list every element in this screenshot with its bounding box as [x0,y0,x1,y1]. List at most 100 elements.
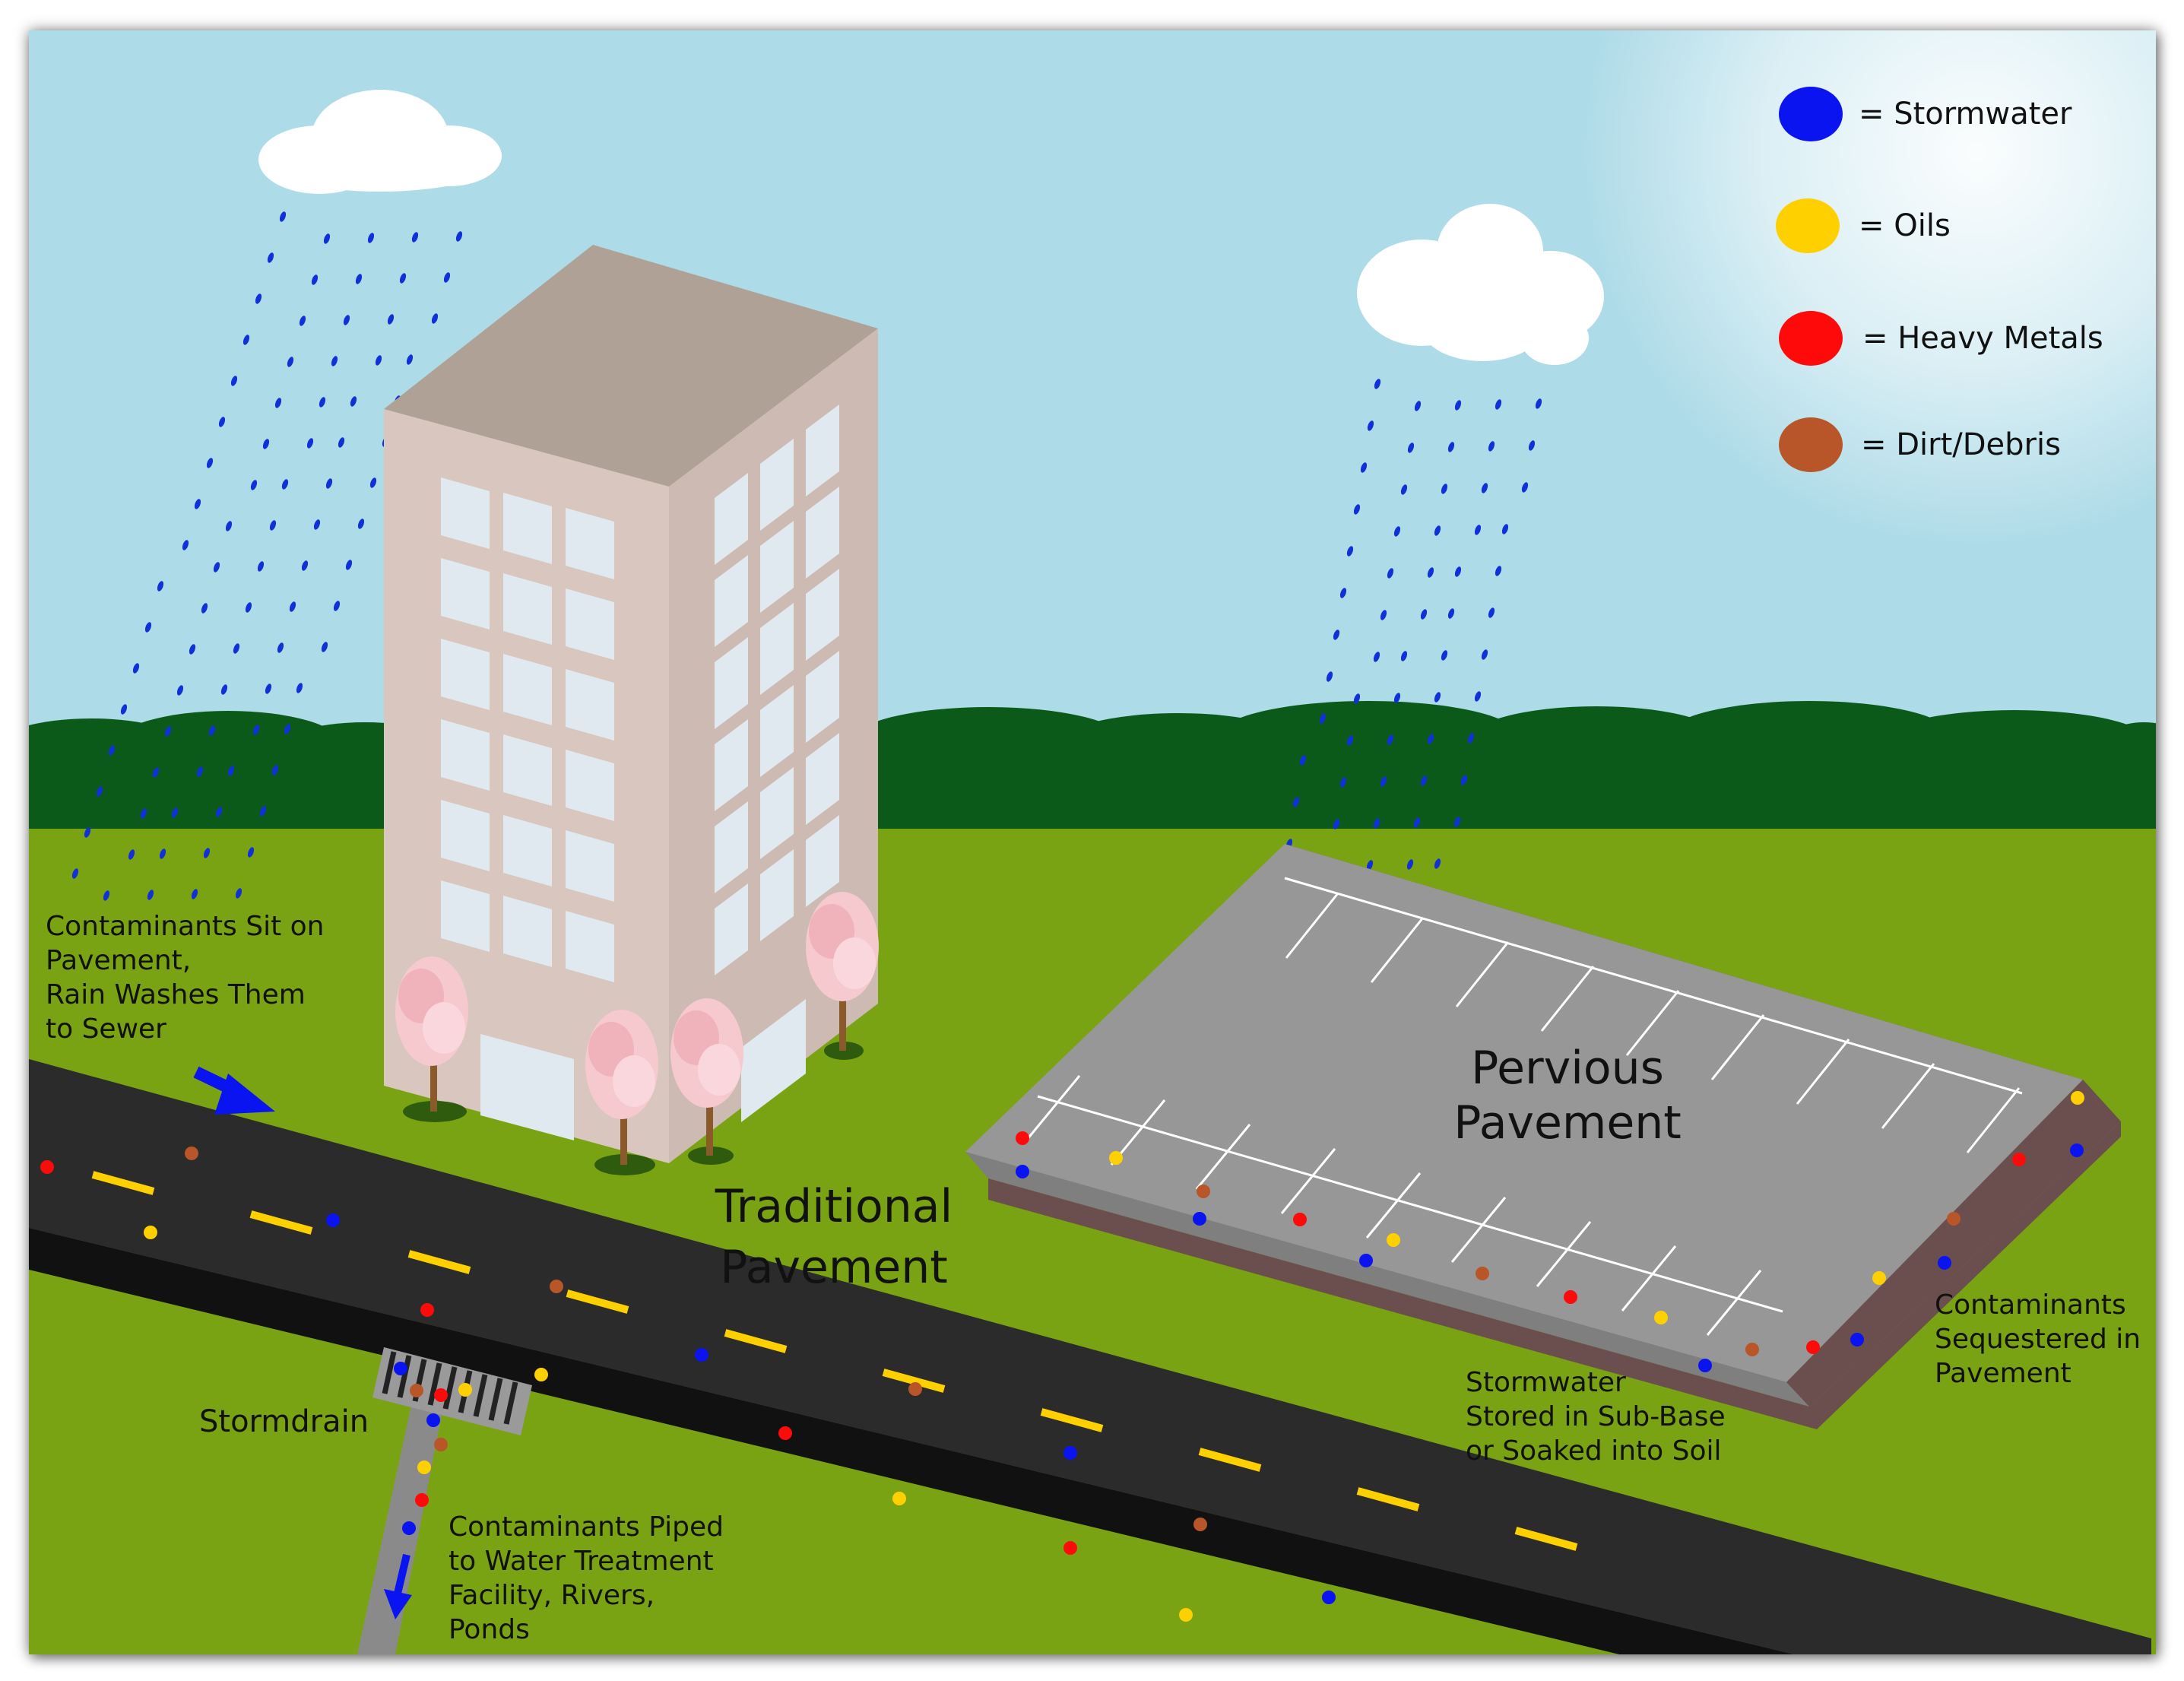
tree-1 [395,956,468,1122]
rain-drop [215,807,223,817]
rain-drop [120,704,128,715]
blue-dot-icon [1779,87,1843,141]
pervious-pavement-title: Pervious Pavement [1453,1042,1682,1150]
rain-drop [218,417,226,427]
window [760,521,794,613]
parking-stall-line [1621,1245,1677,1311]
yellow-dot-icon [1776,198,1840,253]
window [760,849,794,941]
window [715,555,748,647]
window [566,588,614,660]
rain-drop [1528,440,1536,451]
stormwater-dot [1938,1256,1951,1270]
rain-drop [1420,775,1428,786]
rain-drop [333,601,341,611]
rain-drop [225,521,233,531]
rain-drop [96,786,103,797]
tree-2 [585,1010,658,1175]
rain-drop [171,807,179,818]
rain-drop [159,848,166,859]
red-dot-icon [1779,311,1843,366]
heavy-metal-dot [40,1160,54,1174]
stormwater-dot [1063,1446,1077,1460]
lane-dash [249,1210,313,1235]
window [806,733,839,825]
rain-drop [262,439,270,449]
annotation-line: Contaminants Sit on [46,911,325,942]
annotation-line: Sequestered in [1935,1324,2141,1355]
heavy-metal-dot [778,1426,792,1440]
rain-drop [1360,462,1368,473]
rain-drop [164,726,172,737]
window [806,569,839,661]
rain-drop [1333,819,1340,829]
oil-dot [534,1368,548,1381]
rain-drop [1495,566,1502,576]
rain-drop [1434,858,1441,869]
rain-drop [1427,734,1434,744]
lane-dash [1198,1448,1262,1472]
rain-drop [1434,692,1441,703]
rain-drop [367,233,375,243]
stormwater-dot [326,1213,340,1227]
stormwater-dot [1193,1212,1206,1226]
legend-label: = Heavy Metals [1862,321,2103,356]
rain-drop [1495,399,1502,410]
dirt-dot [410,1384,423,1397]
rain-drop [1380,776,1387,787]
rain-drop [1441,650,1448,661]
rain-drop [1380,610,1387,620]
legend-item-heavy-metals: = Heavy Metals [1779,311,2103,366]
parking-stall-line [1195,1124,1251,1190]
annotation-stored: Stormwater Stored in Sub-Base or Soaked … [1466,1367,1726,1467]
rain-drop [230,376,238,386]
window [441,558,490,630]
rain-drop [144,622,152,633]
legend-item-stormwater: = Stormwater [1779,87,2072,141]
legend: = Stormwater = Oils = Heavy Metals = Dir… [1776,87,2103,472]
tree-3 [670,998,743,1165]
parking-stall-line [1881,1063,1935,1129]
window [760,439,794,531]
lane-dash [1356,1487,1420,1511]
rain-drop [319,397,326,408]
stormwater-dot [1016,1165,1029,1178]
annotation-line: Stored in Sub-Base [1466,1401,1726,1432]
heavy-metal-dot [2012,1153,2026,1166]
rain-drop [1447,442,1455,452]
annotation-line: Pavement, [46,945,191,976]
rain-drop [1333,630,1340,640]
pervious-line-1: Pervious [1471,1042,1664,1095]
annotation-line: Ponds [449,1614,530,1645]
oil-dot [1109,1151,1123,1165]
rain-drop [233,643,240,654]
parking-stall-line [1710,1014,1765,1080]
annotation-line: Pavement [1935,1358,2071,1389]
cloud-right [1357,204,1604,365]
rain-drop [191,889,198,899]
rain-drop [1441,484,1448,494]
lane-dash [566,1289,629,1314]
rain-drop [182,540,189,550]
rain-drop [321,642,328,652]
rain-drop [208,725,216,736]
building-front-windows [441,477,614,982]
parking-stall-line [1285,893,1339,959]
oil-dot [892,1492,906,1505]
parking-stall-line [1706,1270,1762,1336]
rain-drop [357,519,365,529]
rain-drop [431,313,439,324]
rain-drop [350,396,357,407]
rain-drop [399,273,407,284]
rain-drop [443,272,451,283]
rain-drop [1393,526,1401,537]
rain-drop [411,232,419,243]
lane-dash [724,1329,788,1353]
rain-drop [1474,691,1482,702]
pervious-contaminants [1016,1091,2084,1372]
dirt-dot [1745,1343,1759,1356]
rain-drop [1346,546,1354,557]
rain-drop [1339,588,1347,598]
traditional-road [29,1059,2151,1654]
window [566,911,614,982]
